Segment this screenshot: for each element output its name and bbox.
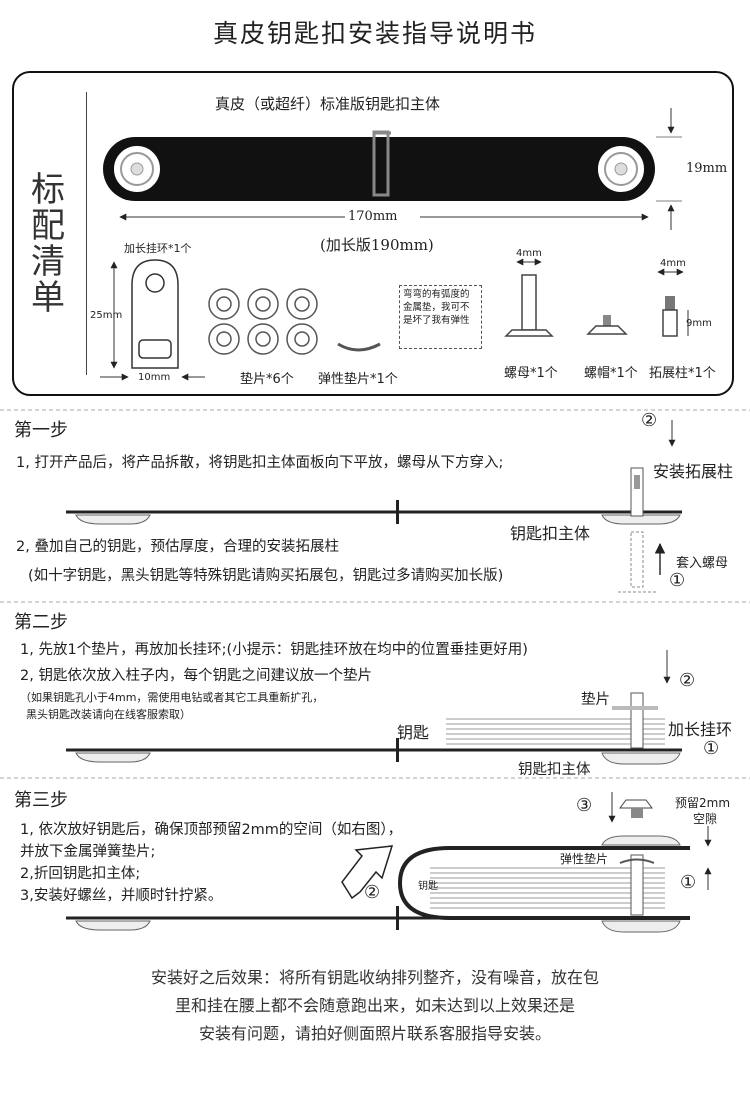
step3-spring-label: 弹性垫片: [560, 852, 609, 866]
kit-nut-label: 螺母*1个: [504, 366, 558, 381]
summary-text: 安装好之后效果：将所有钥匙收纳排列整齐，没有噪音，放在包 里和挂在腰上都不会随意…: [20, 964, 730, 1048]
summary-line: 安装好之后效果：将所有钥匙收纳排列整齐，没有噪音，放在包: [150, 968, 599, 987]
step2-note2: 黑头钥匙改装请向在线客服索取）: [26, 708, 191, 721]
step3-reserve-label: 预留2mm: [675, 796, 731, 810]
step3-reserve-label-2: 空隙: [693, 812, 718, 826]
step3-mark-3: ③: [576, 795, 593, 816]
kit-side-char: 单: [31, 278, 65, 318]
kit-ring-width-label: 10mm: [138, 372, 171, 383]
spring-washer-drawing: [337, 342, 381, 352]
kit-note-box: 弯弯的有弧度的金属垫，我可不是坏了我有弹性: [399, 285, 482, 349]
kit-side-char: 清: [31, 242, 65, 282]
step2-mark-1: ①: [703, 738, 720, 759]
step3-line3: 2,折回钥匙扣主体;: [20, 866, 141, 882]
step2-ring-label: 加长挂环: [668, 720, 733, 739]
kit-cap-label: 螺帽*1个: [584, 366, 638, 381]
step3-heading: 第三步: [14, 790, 68, 811]
kit-body-title: 真皮（或超纤）标准版钥匙扣主体: [215, 95, 441, 113]
step2-diagram: [66, 650, 682, 765]
step3-key-small-label: 钥匙: [418, 881, 438, 892]
kit-ext-height-label: 9mm: [686, 318, 712, 329]
step2-key-label: 钥匙: [397, 723, 430, 742]
step1-body-label: 钥匙扣主体: [510, 524, 591, 543]
kit-divider: [86, 92, 87, 375]
kit-height-label: 19mm: [686, 161, 728, 176]
kit-ext-label: 拓展柱*1个: [649, 366, 716, 381]
summary-line: 安装有问题，请拍好侧面照片联系客服指导安装。: [198, 1024, 551, 1043]
step2-line2: 2, 钥匙依次放入柱子内，每个钥匙之间建议放一个垫片: [20, 668, 372, 684]
step2-body-label: 钥匙扣主体: [518, 762, 591, 778]
step3-diagram: [66, 792, 712, 933]
washers-drawing: [208, 288, 318, 355]
nut-drawing: [504, 258, 554, 337]
step2-note1: （如果钥匙孔小于4mm，需使用电钻或者其它工具重新扩孔，: [20, 691, 324, 704]
summary-line: 里和挂在腰上都不会随意跑出来，如未达到以上效果还是: [174, 996, 575, 1015]
kit-length-label: 170mm: [348, 209, 398, 224]
step2-mark-2: ②: [679, 670, 696, 691]
step2-heading: 第二步: [14, 612, 68, 633]
kit-nut-size-label: 4mm: [516, 248, 542, 259]
kit-long-version-label: (加长版190mm): [320, 236, 434, 254]
step3-mark-1: ①: [680, 872, 697, 893]
kit-ring-label: 加长挂环*1个: [124, 242, 192, 255]
step1-line2: 2, 叠加自己的钥匙，预估厚度，合理的安装拓展柱: [16, 539, 339, 555]
kit-frame: [12, 71, 734, 396]
step3-line2: 并放下金属弹簧垫片;: [20, 844, 156, 860]
cap-drawing: [586, 315, 628, 335]
step3-line4: 3,安装好螺丝，并顺时针拧紧。: [20, 888, 223, 904]
step1-insert-nut: 套入螺母: [676, 556, 729, 571]
keyholder-body-drawing: [103, 130, 655, 201]
kit-washers-label: 垫片*6个: [240, 372, 294, 387]
step3-mark-2: ②: [364, 882, 381, 903]
step2-washer-label: 垫片: [581, 692, 610, 708]
extension-post-drawing: [657, 268, 689, 337]
kit-side-char: 配: [31, 206, 65, 246]
step2-line1: 1, 先放1个垫片，再放加长挂环;(小提示：钥匙挂环放在均中的位置垂挂更好用): [20, 642, 528, 658]
extension-ring-drawing: [131, 259, 179, 369]
step1-mark-2: ②: [641, 410, 658, 431]
kit-side-label: 标 配 清 单: [26, 172, 70, 316]
kit-ring-height-label: 25mm: [90, 310, 123, 321]
step1-heading: 第一步: [14, 420, 68, 441]
kit-spring-label: 弹性垫片*1个: [318, 372, 398, 387]
step3-line1: 1, 依次放好钥匙后，确保顶部预留2mm的空间（如右图），: [20, 822, 403, 838]
kit-ext-size-label: 4mm: [660, 258, 686, 269]
kit-side-char: 标: [31, 170, 65, 210]
step1-diagram: [66, 420, 682, 593]
step1-mark-1: ①: [669, 570, 686, 591]
step1-line3: (如十字钥匙，黑头钥匙等特殊钥匙请购买拓展包，钥匙过多请购买加长版): [28, 568, 504, 584]
step1-line1: 1, 打开产品后，将产品拆散，将钥匙扣主体面板向下平放，螺母从下方穿入;: [16, 455, 504, 471]
step1-install-ext: 安装拓展柱: [653, 462, 734, 481]
page-title: 真皮钥匙扣安装指导说明书: [212, 19, 537, 48]
